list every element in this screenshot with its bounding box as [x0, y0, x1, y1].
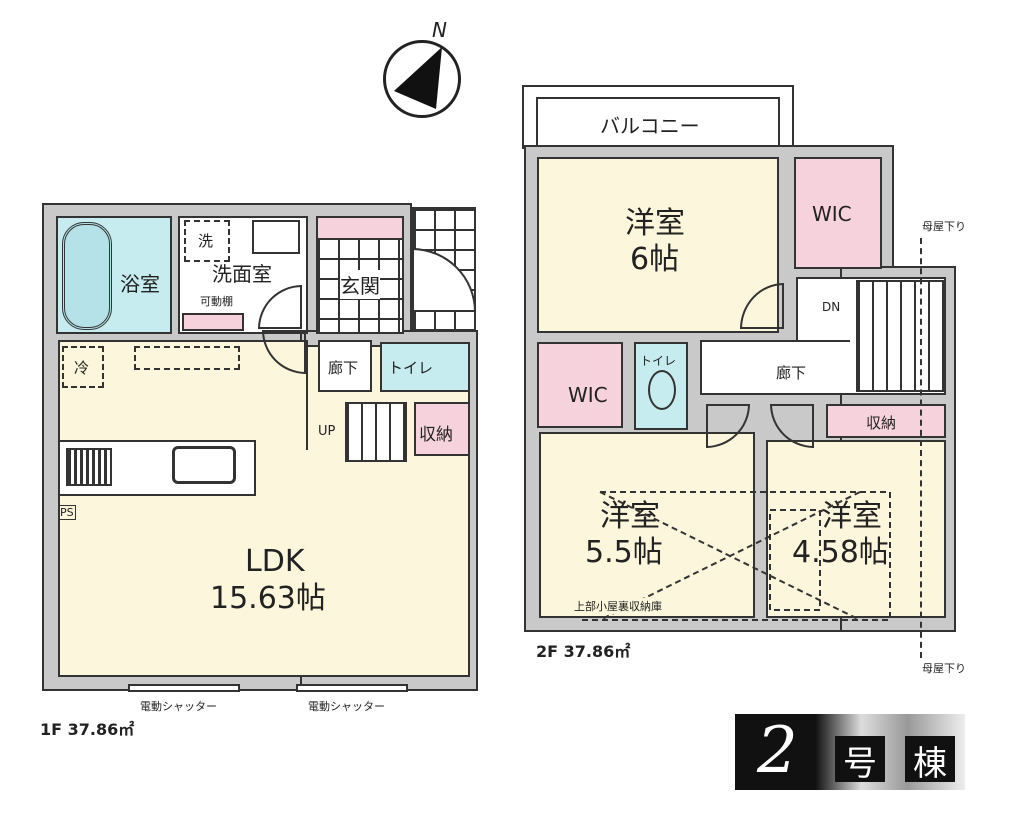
storage-1f-label: 収納	[419, 425, 453, 445]
north-compass-icon	[383, 40, 461, 118]
down-label: DN	[822, 300, 841, 314]
toilet-2f-label: トイレ	[640, 354, 677, 368]
up-label: UP	[318, 424, 336, 439]
storage-2f	[826, 404, 946, 438]
wic-left	[537, 342, 623, 428]
toilet-icon	[648, 370, 676, 410]
western-4-58-size: 4.58帖	[792, 535, 889, 570]
stove-icon	[66, 448, 112, 486]
floor1-area-label: 1F 37.86㎡	[40, 720, 135, 739]
shutter-label-1: 電動シャッター	[140, 700, 217, 713]
western-5-5-size: 5.5帖	[585, 535, 663, 570]
wic-left-label: WIC	[568, 383, 608, 407]
bathtub-icon	[62, 222, 112, 330]
room-hallway-1f	[318, 340, 372, 392]
fridge-label: 冷	[74, 359, 90, 377]
floor2-area-label: 2F 37.86㎡	[536, 642, 631, 661]
badge-number: 2	[757, 714, 798, 788]
western-6-name: 洋室	[625, 206, 685, 241]
fridge-space	[62, 346, 104, 388]
compass-north-label: N	[432, 18, 447, 42]
badge-char2: 棟	[905, 736, 955, 784]
hallway-1f-label: 廊下	[328, 359, 359, 377]
wic-top	[794, 157, 882, 269]
room-western-4-58	[766, 440, 946, 618]
ldk-size-label: 15.63帖	[210, 581, 326, 616]
roof-note-bottom: 母屋下り	[922, 662, 966, 675]
toilet-1f-label: トイレ	[388, 359, 434, 377]
vanity-sink	[252, 220, 300, 254]
shoe-cabinet	[316, 216, 404, 240]
room-western-5-5	[539, 432, 755, 618]
wic-top-label: WIC	[812, 202, 852, 226]
shutter-window-2	[296, 684, 408, 692]
ldk-label: LDK	[245, 544, 305, 579]
stairs-1f	[345, 402, 407, 462]
balcony-label: バルコニー	[600, 114, 700, 138]
movable-shelf	[182, 313, 244, 331]
western-6-size: 6帖	[630, 242, 680, 277]
movable-shelf-label: 可動棚	[200, 295, 233, 308]
washing-machine-label: 洗	[198, 232, 214, 250]
roof-note-top: 母屋下り	[922, 220, 966, 233]
storage-1f	[414, 402, 470, 456]
ps-label: PS	[58, 505, 76, 520]
entrance-label: 玄関	[340, 270, 380, 299]
kitchen-cupboard	[134, 346, 240, 370]
building-number-badge: 2 号 棟	[735, 714, 965, 790]
stairs-2f	[856, 280, 944, 392]
washroom-label: 洗面室	[212, 262, 272, 286]
room-toilet-1f	[380, 342, 470, 392]
bath-label: 浴室	[120, 272, 160, 296]
roof-line	[920, 238, 922, 658]
shutter-label-2: 電動シャッター	[308, 700, 385, 713]
shutter-window-1	[128, 684, 240, 692]
hallway-2f-lower	[700, 340, 850, 395]
attic-storage-label: 上部小屋裏収納庫	[574, 598, 662, 614]
hallway-2f-label: 廊下	[776, 364, 807, 382]
room-western-6	[537, 157, 779, 333]
storage-2f-label: 収納	[866, 414, 897, 432]
badge-char1: 号	[835, 736, 885, 784]
ldk-upper	[58, 340, 308, 450]
washing-machine-space	[184, 220, 230, 262]
sink-icon	[172, 446, 236, 484]
